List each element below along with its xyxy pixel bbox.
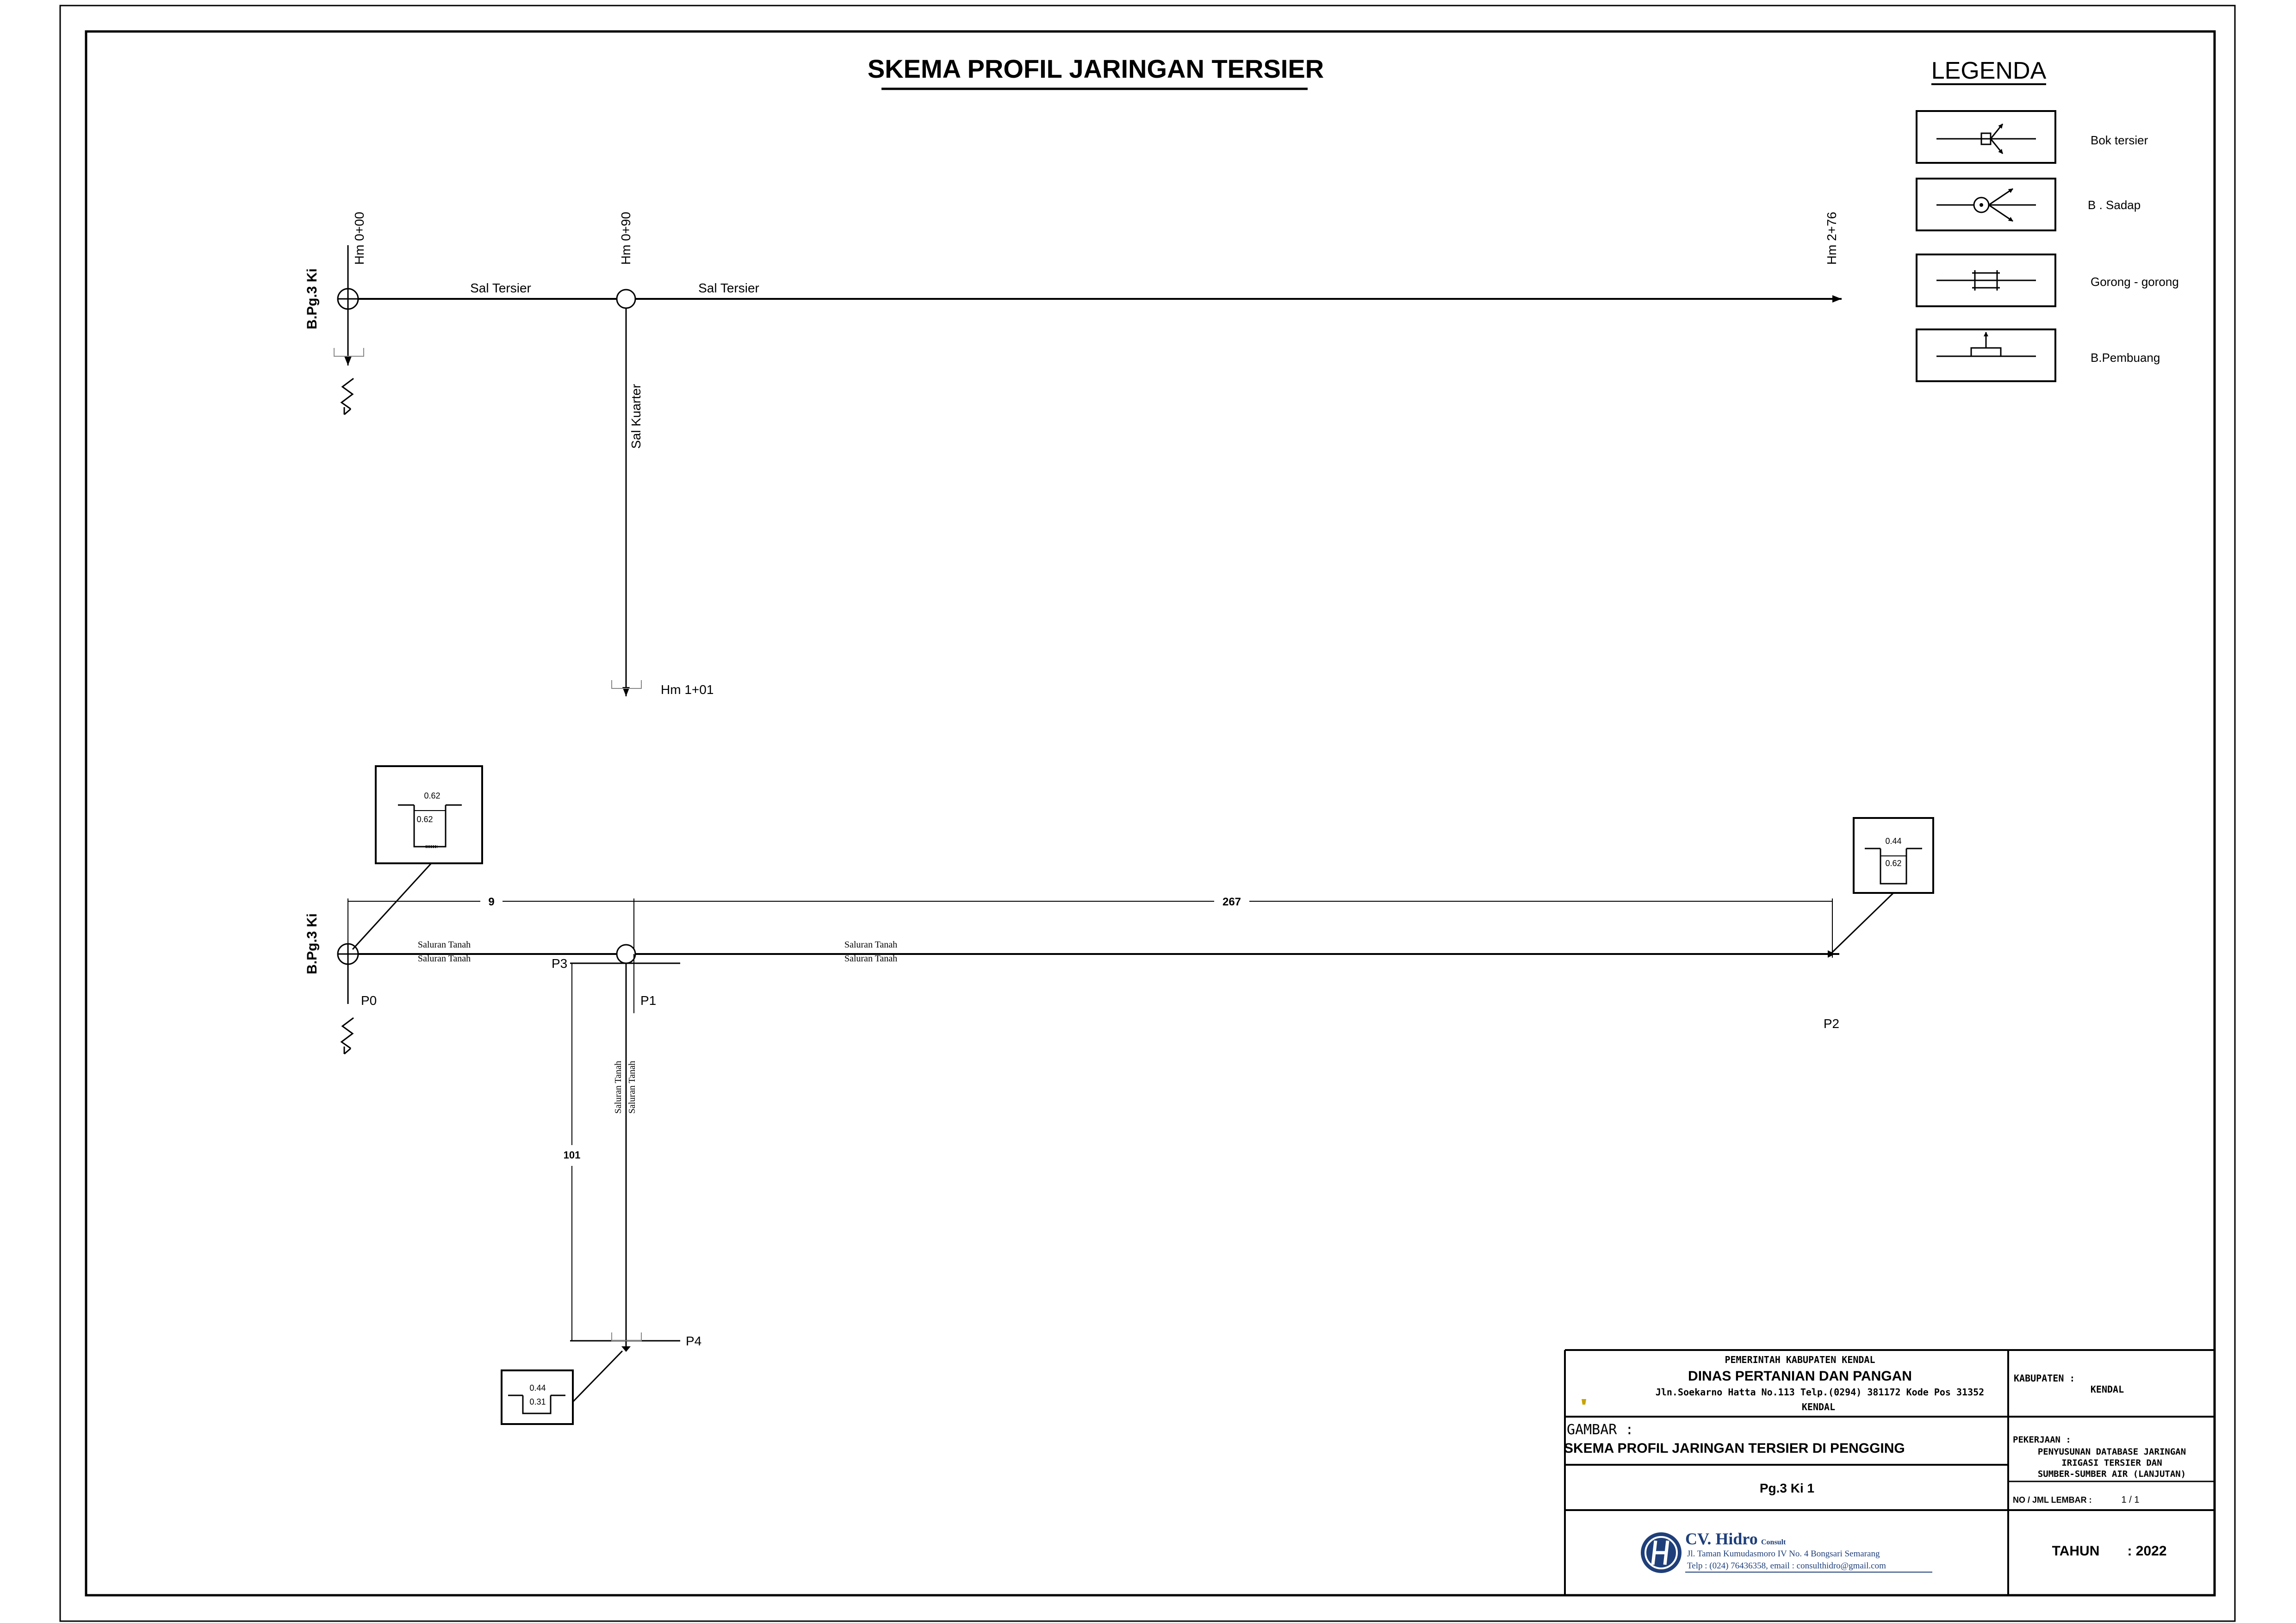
tb-city: KENDAL bbox=[1802, 1401, 1835, 1412]
bangunan-pembuang-icon bbox=[1916, 328, 2056, 382]
channel-label-a2: Saluran Tanah bbox=[418, 954, 471, 964]
branch-channel-label: Sal Kuarter bbox=[629, 384, 643, 449]
section-p4-bottom: 0.31 bbox=[529, 1397, 546, 1406]
section-p4-top: 0.44 bbox=[529, 1383, 546, 1393]
tb-company-contact: Telp : (024) 76436358, email : consulthi… bbox=[1687, 1561, 1886, 1571]
legend: LEGENDA Bok tersier B . Sadap bbox=[1916, 57, 2179, 382]
channel-label-b1: Saluran Tanah bbox=[844, 940, 897, 950]
tb-gambar-label: GAMBAR : bbox=[1567, 1422, 1634, 1438]
tb-company-name: CV. Hidro bbox=[1685, 1530, 1758, 1548]
outer-border bbox=[59, 5, 2236, 1622]
legend-label-gorong: Gorong - gorong bbox=[2091, 275, 2179, 289]
point-p1-label: P1 bbox=[640, 993, 656, 1008]
section-p2-top: 0.44 bbox=[1885, 836, 1901, 846]
cross-section-p0: 0.62 0.62 bbox=[352, 765, 483, 950]
channel-label-2: Sal Tersier bbox=[698, 281, 759, 295]
point-p0-label: P0 bbox=[361, 993, 377, 1008]
tb-kabupaten-value: KENDAL bbox=[2091, 1384, 2124, 1395]
gorong-gorong-icon bbox=[1916, 254, 2056, 307]
tb-tahun-value: : 2022 bbox=[2127, 1543, 2166, 1559]
regency-emblem-icon bbox=[1582, 1399, 1586, 1405]
tb-kabupaten-label: KABUPATEN : bbox=[2014, 1373, 2075, 1384]
point-p4-label: P4 bbox=[686, 1334, 701, 1348]
channel-label-c2: Saluran Tanah bbox=[627, 1061, 637, 1114]
bok-tersier-icon bbox=[1916, 110, 2056, 164]
hm-mid-label: Hm 0+90 bbox=[619, 212, 633, 265]
section-p0-top: 0.62 bbox=[424, 791, 440, 800]
section-p2-bottom: 0.62 bbox=[1885, 859, 1901, 868]
tb-pekerjaan-label: PEKERJAAN : bbox=[2013, 1435, 2071, 1445]
tb-department: DINAS PERTANIAN DAN PANGAN bbox=[1688, 1369, 1912, 1384]
profile-drain-squiggle-icon bbox=[340, 1017, 354, 1049]
tb-gambar-value: SKEMA PROFIL JARINGAN TERSIER DI PENGGIN… bbox=[1564, 1441, 1905, 1456]
schematic-source-label: B.Pg.3 Ki bbox=[304, 268, 320, 329]
p1-node bbox=[616, 944, 636, 964]
point-p2-label: P2 bbox=[1824, 1016, 1839, 1031]
point-p3-label: P3 bbox=[552, 956, 567, 971]
dimension-label-1: 9 bbox=[488, 896, 494, 908]
dimension-label-branch: 101 bbox=[564, 1149, 581, 1161]
legend-label-bok-tersier: Bok tersier bbox=[2091, 133, 2148, 147]
tb-government: PEMERINTAH KABUPATEN KENDAL bbox=[1725, 1354, 1875, 1365]
legend-label-sadap: B . Sadap bbox=[2088, 198, 2141, 212]
hm-branch-end-label: Hm 1+01 bbox=[661, 682, 714, 697]
drain-squiggle-icon bbox=[340, 378, 354, 410]
hm-end-label: Hm 2+76 bbox=[1824, 212, 1839, 265]
drawing-title: SKEMA PROFIL JARINGAN TERSIER bbox=[868, 54, 1324, 83]
inner-border bbox=[85, 30, 2216, 1597]
tb-company-address: Jl. Taman Kumudasmoro IV No. 4 Bongsari … bbox=[1687, 1549, 1880, 1559]
company-logo-icon bbox=[1641, 1532, 1682, 1573]
title-block: PEMERINTAH KABUPATEN KENDAL DINAS PERTAN… bbox=[1564, 1349, 2215, 1595]
section-p0-bottom: 0.62 bbox=[416, 815, 433, 824]
bangunan-sadap-icon bbox=[1916, 178, 2056, 231]
tb-drawing-code: Pg.3 Ki 1 bbox=[1760, 1481, 1814, 1495]
channel-label-1: Sal Tersier bbox=[470, 281, 531, 295]
dimension-label-2: 267 bbox=[1222, 896, 1241, 908]
tb-pekerjaan-line1: PENYUSUNAN DATABASE JARINGAN bbox=[2038, 1447, 2186, 1457]
tb-pekerjaan-line2: IRIGASI TERSIER DAN bbox=[2061, 1458, 2162, 1468]
tb-lembar-value: 1 / 1 bbox=[2122, 1495, 2140, 1505]
mid-node bbox=[616, 289, 636, 309]
channel-label-b2: Saluran Tanah bbox=[844, 954, 897, 964]
channel-label-a1: Saluran Tanah bbox=[418, 940, 471, 950]
cross-section-p2: 0.44 0.62 bbox=[1831, 817, 1934, 954]
legend-label-pembuang: B.Pembuang bbox=[2091, 351, 2160, 365]
tb-address: Jln.Soekarno Hatta No.113 Telp.(0294) 38… bbox=[1656, 1387, 1984, 1398]
profile-schematic: B.Pg.3 Ki 9 267 Saluran Tanah Saluran Ta… bbox=[304, 765, 1934, 1425]
legend-heading: LEGENDA bbox=[1931, 57, 2047, 84]
tertiary-schematic: B.Pg.3 Ki Hm 0+00 Hm 0+90 Hm 2+76 Sal Te… bbox=[304, 212, 1842, 697]
tb-lembar-label: NO / JML LEMBAR : bbox=[2013, 1495, 2092, 1505]
tb-company-sub: Consult bbox=[1761, 1538, 1786, 1546]
hm-start-label: Hm 0+00 bbox=[352, 212, 366, 265]
channel-label-c1: Saluran Tanah bbox=[613, 1061, 623, 1114]
tb-tahun-label: TAHUN bbox=[2052, 1543, 2100, 1559]
tb-pekerjaan-line3: SUMBER-SUMBER AIR (LANJUTAN) bbox=[2038, 1469, 2186, 1479]
profile-source-label: B.Pg.3 Ki bbox=[304, 913, 320, 974]
cross-section-p4: 0.44 0.31 bbox=[501, 1350, 623, 1425]
